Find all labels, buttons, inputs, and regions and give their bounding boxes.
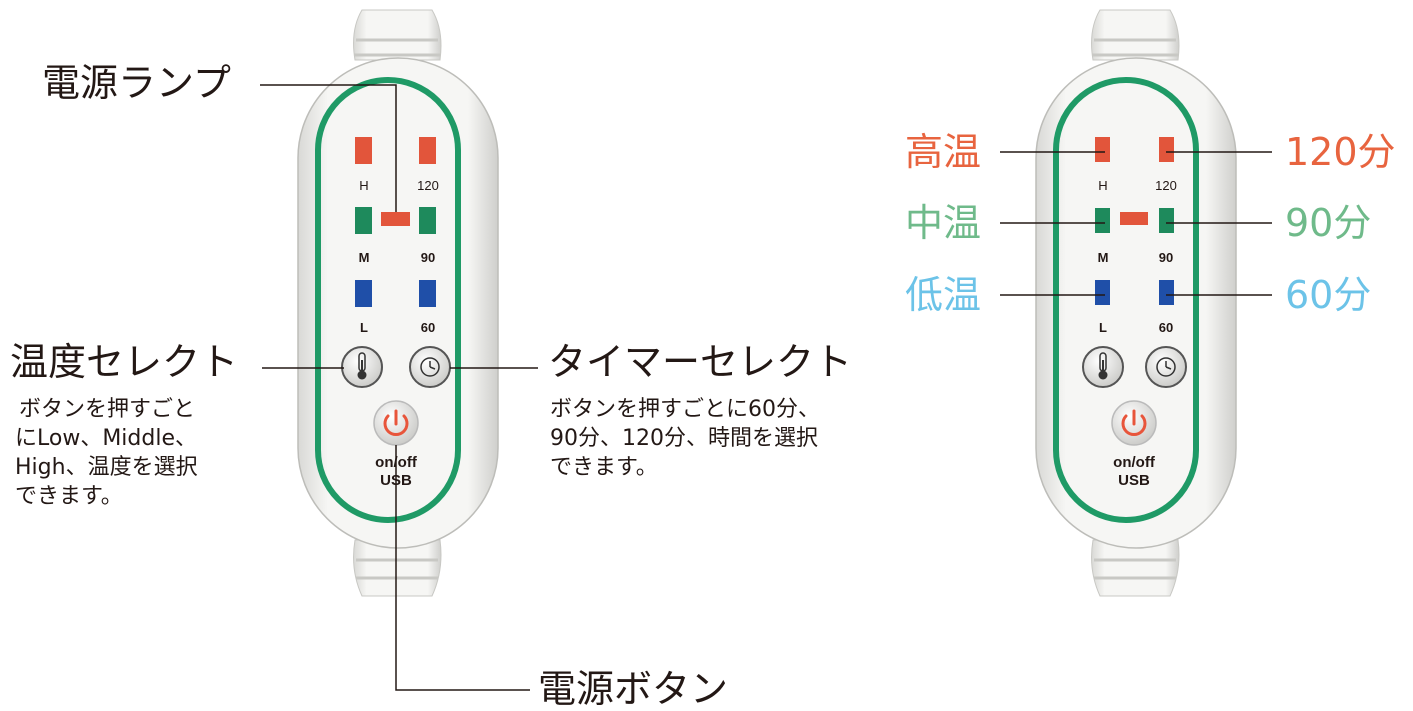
left-controller-body xyxy=(297,57,499,549)
led-90 xyxy=(419,207,436,234)
left-green-outline xyxy=(315,77,461,523)
right-led-label-90: 90 xyxy=(1159,250,1173,265)
right-green-outline xyxy=(1053,77,1199,523)
right-power-lamp xyxy=(1120,212,1148,225)
timer-select-callout: タイマーセレクト xyxy=(548,340,853,384)
right-led-high xyxy=(1095,137,1110,162)
label-90min: 90分 xyxy=(1285,201,1372,245)
temp-select-callout: 温度セレクト xyxy=(10,340,239,384)
right-led-mid xyxy=(1095,208,1110,233)
right-led-label-high: H xyxy=(1098,178,1107,193)
label-120min: 120分 xyxy=(1285,130,1396,174)
temp-desc-line: にLow、Middle、 xyxy=(15,426,197,451)
timer-desc-line: 90分、120分、時間を選択 xyxy=(550,426,818,451)
right-led-low xyxy=(1095,280,1110,305)
led-low xyxy=(355,280,372,307)
clock-icon xyxy=(1156,357,1176,377)
right-led-120 xyxy=(1159,137,1174,162)
label-low-temp: 低温 xyxy=(905,273,982,317)
right-led-60 xyxy=(1159,280,1174,305)
right-led-label-mid: M xyxy=(1098,250,1109,265)
timer-desc-line: ボタンを押すごとに60分、 xyxy=(550,397,820,422)
label-60min: 60分 xyxy=(1285,273,1372,317)
temp-select-desc: ボタンを押すごと にLow、Middle、 High、温度を選択 できます。 xyxy=(15,395,198,511)
led-label-90: 90 xyxy=(421,250,435,265)
timer-button[interactable] xyxy=(409,346,451,388)
right-power-label-usb: USB xyxy=(1118,472,1150,489)
led-mid xyxy=(355,207,372,234)
power-lamp xyxy=(381,212,410,226)
right-led-label-120: 120 xyxy=(1155,178,1177,193)
temp-desc-line: High、温度を選択 xyxy=(15,455,198,480)
led-label-low: L xyxy=(360,320,368,335)
right-timer-button[interactable] xyxy=(1145,346,1187,388)
right-power-label-onoff: on/off xyxy=(1113,454,1156,471)
timer-select-desc: ボタンを押すごとに60分、 90分、120分、時間を選択 できます。 xyxy=(550,395,820,482)
right-callout-lines xyxy=(1000,151,1272,296)
right-led-label-low: L xyxy=(1099,320,1107,335)
right-power-button[interactable] xyxy=(1111,400,1157,446)
led-label-mid: M xyxy=(359,250,370,265)
led-label-120: 120 xyxy=(417,178,439,193)
thermometer-icon xyxy=(1098,352,1108,380)
left-callout-lines xyxy=(260,84,538,691)
power-button-callout: 電源ボタン xyxy=(538,667,729,711)
label-mid-temp: 中温 xyxy=(905,201,982,245)
led-120 xyxy=(419,137,436,164)
power-icon xyxy=(383,409,409,436)
right-temperature-button[interactable] xyxy=(1082,346,1124,388)
right-cable-top xyxy=(1091,9,1180,61)
thermometer-icon xyxy=(357,352,367,380)
right-controller-body xyxy=(1035,57,1237,549)
left-cable-bottom xyxy=(353,539,442,597)
clock-icon xyxy=(420,357,440,377)
left-cable-top xyxy=(353,9,442,61)
temp-desc-line: ボタンを押すごと xyxy=(19,397,196,422)
right-cable-bottom xyxy=(1091,539,1180,597)
temperature-button[interactable] xyxy=(341,346,383,388)
led-high xyxy=(355,137,372,164)
power-icon xyxy=(1121,409,1147,436)
timer-desc-line: できます。 xyxy=(550,455,658,480)
label-high-temp: 高温 xyxy=(905,130,982,174)
power-lamp-callout: 電源ランプ xyxy=(42,61,231,105)
led-60 xyxy=(419,280,436,307)
right-led-label-60: 60 xyxy=(1159,320,1173,335)
temp-desc-line: できます。 xyxy=(15,484,123,509)
led-label-60: 60 xyxy=(421,320,435,335)
right-led-90 xyxy=(1159,208,1174,233)
led-label-high: H xyxy=(359,178,368,193)
